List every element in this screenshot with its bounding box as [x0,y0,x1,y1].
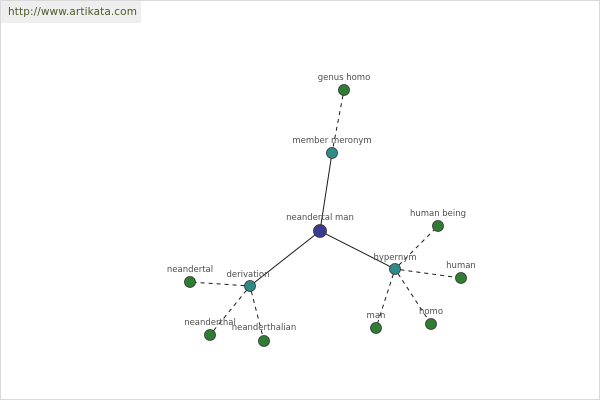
graph-node-neanderthalian[interactable] [258,335,270,347]
graph-edge [377,274,394,323]
graph-node-hypernym[interactable] [389,263,401,275]
graph-nodes-layer [184,84,467,347]
graph-edge [397,273,429,320]
url-text: http://www.artikata.com [8,6,138,18]
graph-node-label-neandertal-man: neandertal man [286,213,354,223]
graph-node-label-genus-homo: genus homo [318,73,371,83]
graph-node-neandertal[interactable] [184,276,196,288]
graph-edge [213,289,247,332]
graph-node-label-derivation: derivation [226,270,269,280]
graph-node-derivation[interactable] [244,280,256,292]
url-banner: http://www.artikata.com [1,1,141,23]
graph-edge [398,229,435,266]
graph-edge [195,281,245,287]
graph-node-human-being[interactable] [432,220,444,232]
graph-edge [254,234,316,283]
graph-node-neanderthal[interactable] [204,329,216,341]
graph-node-label-human: human [446,261,476,271]
graph-edge [320,158,332,225]
graph-node-man[interactable] [370,322,382,334]
graph-node-label-neandertal: neandertal [167,265,213,275]
graph-node-human[interactable] [455,272,467,284]
graph-node-member-meronym[interactable] [326,147,338,159]
graph-node-homo[interactable] [425,318,437,330]
graph-edge [332,95,344,148]
graph-node-label-man: man [367,311,386,321]
graph-node-genus-homo[interactable] [338,84,350,96]
graph-node-label-member-meronym: member meronym [292,136,371,146]
graph-edges-layer [195,95,456,336]
graph-node-label-hypernym: hypernym [373,253,416,263]
graph-node-label-neanderthal: neanderthal [184,318,236,328]
graph-edge [325,233,391,267]
graph-node-label-human-being: human being [410,209,466,219]
graph-node-label-homo: homo [419,307,443,317]
graph-node-neandertal-man[interactable] [313,224,327,238]
graph-node-label-neanderthalian: neanderthalian [232,323,297,333]
graph-edge [400,269,456,278]
graph-labels-layer: neandertal man member meronym genus homo de… [167,73,476,333]
